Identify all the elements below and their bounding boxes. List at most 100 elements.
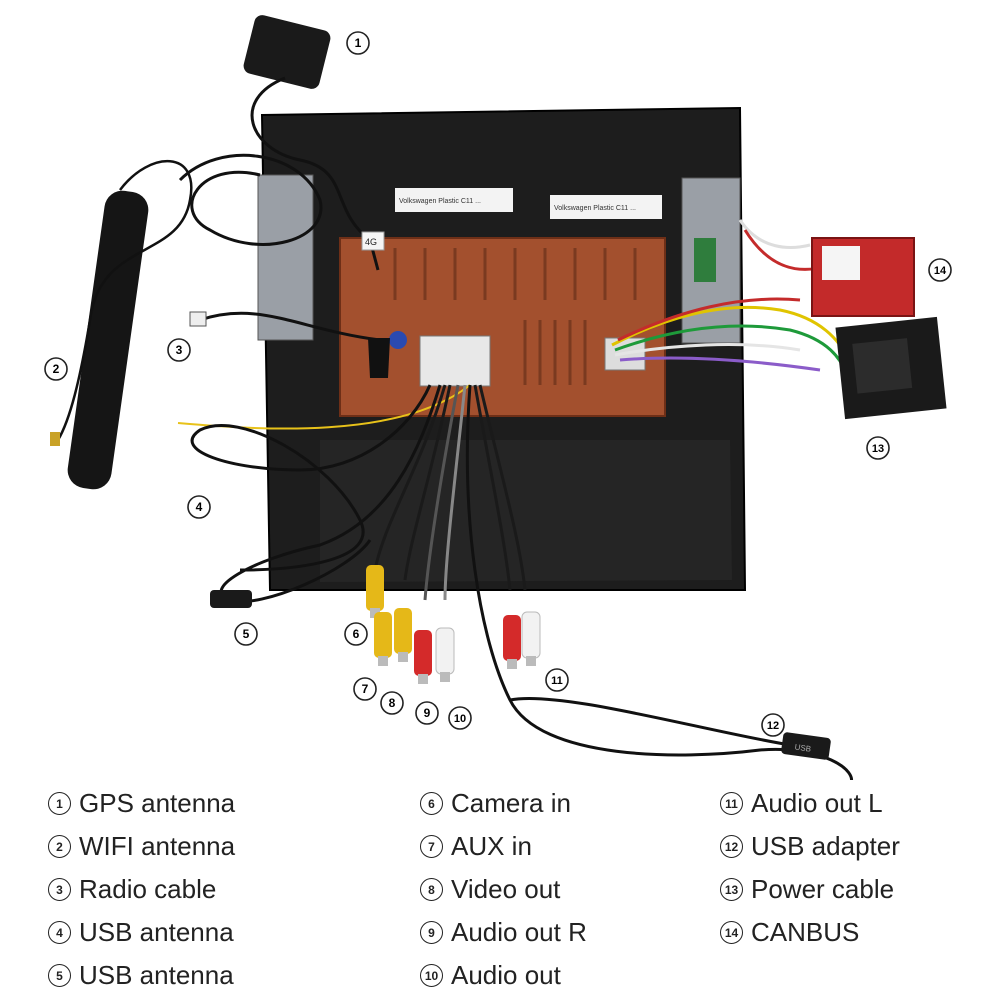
legend-item: 13 Power cable [720,868,990,911]
wifi-antenna-body [67,190,149,490]
rca-plug-aux [374,612,392,666]
green-pcb [694,238,716,282]
label-sticker-right [550,195,662,219]
legend-column-3: 11 Audio out L 12 USB adapter 13 Power cabl… [720,782,990,954]
callout-1: 1 [355,36,362,50]
legend-number: 14 [720,921,743,944]
legend-number: 3 [48,878,71,901]
callout-10: 10 [454,713,466,725]
legend-label: Radio cable [79,874,217,904]
legend-label: Audio out R [451,917,587,947]
wifi-cable [56,159,193,441]
legend-item: 9 Audio out R [420,911,750,954]
callout-4: 4 [196,500,203,514]
legend-number: 7 [420,835,443,858]
rca-plug-audio [435,627,455,682]
label-sticker-right-text: Volkswagen Plastic C11 ... [554,205,636,212]
usb-plug [210,590,252,608]
legend-item: 11 Audio out L [720,782,990,825]
legend-item: 7 AUX in [420,825,750,868]
callout-6: 6 [353,627,360,641]
legend-item: 10 Audio out [420,954,750,997]
radio-cable [199,311,381,342]
gps-tag-text: 4G [365,237,377,247]
wifi-connector [50,432,60,446]
legend-item: 14 CANBUS [720,911,990,954]
legend-label: USB antenna [79,917,234,947]
legend-number: 1 [48,792,71,815]
harness-wires [611,219,850,372]
legend-label: WIFI antenna [79,831,236,861]
legend-label: CANBUS [751,917,860,947]
rca-plug-audio-out-l [521,611,541,666]
legend-label: GPS antenna [79,788,236,818]
callout-9: 9 [424,706,431,720]
gps-cable-coil [178,153,323,246]
legend-number: 6 [420,792,443,815]
left-bracket [257,174,314,341]
product-photo: Volkswagen Plastic C11 ... Volkswagen Pl… [44,15,952,780]
main-connector [419,335,491,387]
usb-antenna-cable-2 [219,384,442,603]
callout-8: 8 [389,696,396,710]
legend-item: 1 GPS antenna [48,782,378,825]
callout-markers: 1 2 3 4 5 6 7 8 9 10 11 12 13 14 [44,31,952,737]
legend-item: 8 Video out [420,868,750,911]
rca-plug-camera [366,565,384,618]
callout-3: 3 [176,343,183,357]
legend-item: 4 USB antenna [48,911,378,954]
radio-plug [189,311,207,327]
legend-item: 5 USB antenna [48,954,378,997]
rca-plug-audio-r [414,630,432,684]
usb-adapter-cable-loop [509,696,791,747]
callout-12: 12 [767,720,779,732]
legend-label: Audio out L [751,788,883,818]
label-sticker-left [395,188,513,212]
gps-tag [361,231,385,251]
gps-antenna-block [243,15,331,89]
legend-item: 12 USB adapter [720,825,990,868]
callout-2: 2 [53,362,60,376]
callout-5: 5 [243,627,250,641]
legend-label: USB adapter [751,831,900,861]
callout-11: 11 [551,675,563,687]
legend-number: 9 [420,921,443,944]
rca-plug-audio-out-r2 [503,615,521,669]
legend-number: 12 [720,835,743,858]
usb-antenna-cable-1 [190,384,432,572]
legend-number: 13 [720,878,743,901]
power-connector-inner [852,338,913,394]
usb-adapter-plug-text: USB [794,742,812,753]
canbus-label [822,246,860,280]
chassis-vent-area [320,440,732,582]
legend-label: Audio out [451,960,561,990]
copper-board [339,237,666,417]
legend-number: 2 [48,835,71,858]
legend-label: Power cable [751,874,895,904]
legend-label: Camera in [451,788,571,818]
legend-number: 8 [420,878,443,901]
callout-14: 14 [934,265,947,277]
legend-item: 3 Radio cable [48,868,378,911]
legend-label: USB antenna [79,960,234,990]
legend-item: 2 WIFI antenna [48,825,378,868]
legend-number: 4 [48,921,71,944]
legend-label: Video out [451,874,561,904]
rca-cables [373,384,527,601]
callout-13: 13 [872,443,884,455]
radio-jack-body [368,338,390,378]
gps-cable [250,76,380,271]
callout-7: 7 [362,682,369,696]
legend-number: 10 [420,964,443,987]
legend-number: 5 [48,964,71,987]
legend-item: 6 Camera in [420,782,750,825]
usb-adapter-plug [781,732,831,760]
rca-plug-video [394,608,412,662]
label-sticker-left-text: Volkswagen Plastic C11 ... [399,198,481,205]
radio-jack [389,331,407,349]
legend-number: 11 [720,792,743,815]
legend-label: AUX in [451,831,532,861]
board-slots [393,248,637,385]
